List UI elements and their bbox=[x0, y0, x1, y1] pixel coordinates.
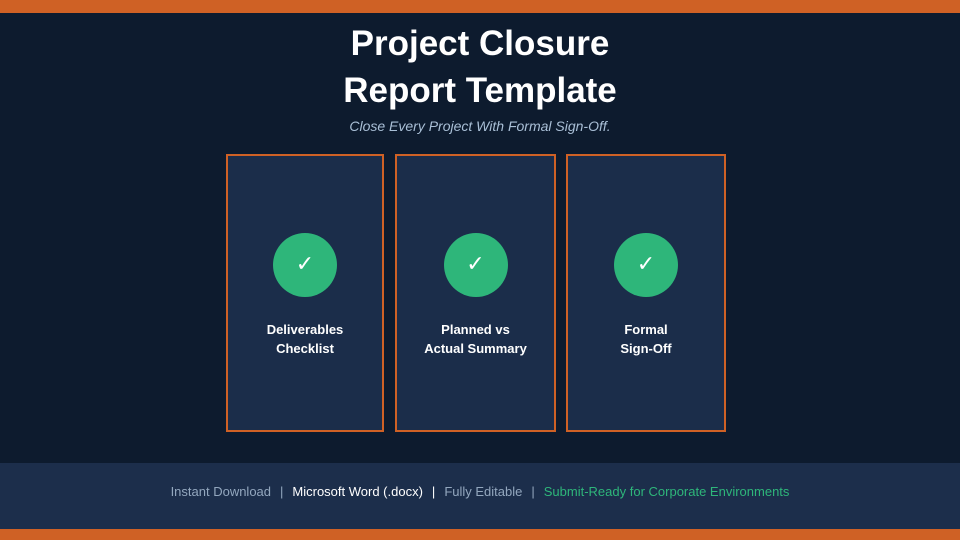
card-label: Planned vs Actual Summary bbox=[397, 320, 554, 358]
card-label: Deliverables Checklist bbox=[228, 320, 382, 358]
check-icon: ✓ bbox=[443, 233, 508, 297]
card-label-line-1: Planned vs bbox=[441, 322, 510, 337]
footer-submit-ready: Submit-Ready for Corporate Environments bbox=[543, 484, 790, 499]
card-label: Formal Sign-Off bbox=[568, 320, 724, 358]
footer-separator: | bbox=[531, 484, 535, 499]
feature-card-planned-vs-actual: ✓ Planned vs Actual Summary bbox=[395, 154, 556, 432]
card-label-line-1: Formal bbox=[624, 322, 668, 337]
footer-band: Instant Download | Microsoft Word (.docx) |… bbox=[0, 463, 960, 529]
footer-file-format: Microsoft Word (.docx) bbox=[292, 484, 423, 499]
footer-separator: | bbox=[280, 484, 284, 499]
check-icon: ✓ bbox=[273, 233, 337, 297]
bottom-accent-bar bbox=[0, 529, 960, 540]
card-label-line-2: Checklist bbox=[276, 341, 334, 356]
check-icon: ✓ bbox=[614, 233, 678, 297]
card-label-line-2: Sign-Off bbox=[620, 341, 672, 356]
feature-card-deliverables: ✓ Deliverables Checklist bbox=[226, 154, 384, 432]
footer-fully-editable: Fully Editable bbox=[444, 484, 523, 499]
title-line-1: Project Closure bbox=[350, 24, 610, 63]
footer-separator: | bbox=[431, 484, 436, 499]
title-line-2: Report Template bbox=[343, 71, 617, 110]
footer-instant-download: Instant Download bbox=[170, 484, 272, 499]
card-label-line-1: Deliverables bbox=[266, 322, 344, 337]
feature-card-sign-off: ✓ Formal Sign-Off bbox=[566, 154, 726, 432]
page-subtitle: Close Every Project With Formal Sign-Off… bbox=[349, 118, 611, 134]
page-title: Project Closure Report Template bbox=[0, 20, 960, 114]
card-label-line-2: Actual Summary bbox=[424, 341, 527, 356]
top-accent-bar bbox=[0, 0, 960, 13]
footer-features: Instant Download | Microsoft Word (.docx) |… bbox=[0, 483, 960, 501]
